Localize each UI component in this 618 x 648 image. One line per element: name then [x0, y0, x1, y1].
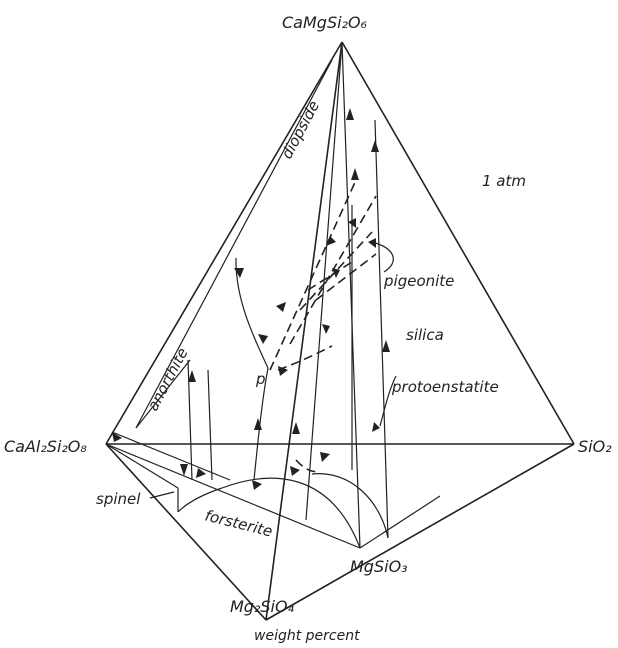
dash-7 — [307, 261, 353, 291]
arrow-20 — [290, 466, 300, 476]
spinel-line-1 — [105, 443, 179, 489]
forsterite-boundary-curve — [221, 477, 361, 549]
phase-label-anorthite: anorthite — [144, 345, 192, 414]
pigeonite-callout-line — [371, 241, 394, 273]
vertex-label-anorthite: CaAl₂Si₂O₈ — [4, 437, 87, 456]
tetrahedron-edges — [105, 41, 575, 621]
arrow-12 — [278, 366, 288, 376]
arrow-3 — [351, 168, 359, 180]
central-line-a — [305, 41, 343, 521]
arrow-22 — [112, 432, 122, 442]
arrow-5 — [348, 218, 356, 228]
edge-left-bottom — [105, 443, 267, 621]
phase-label-diopside: diopside — [278, 98, 324, 162]
arrow-11 — [276, 302, 286, 312]
arrow-15 — [254, 418, 262, 430]
arrow-1 — [346, 108, 354, 120]
p-descending-line — [253, 367, 269, 481]
arrow-13 — [188, 370, 196, 382]
arrow-23 — [196, 468, 206, 478]
phase-label-pigeonite: pigeonite — [383, 272, 454, 290]
protoenstatite-callout-line — [379, 375, 397, 427]
edge-top-left — [105, 41, 343, 445]
arrow-10 — [258, 334, 268, 344]
arrow-18 — [372, 422, 380, 432]
arrow-19 — [252, 480, 262, 490]
anorthite-forsterite-line — [105, 443, 361, 549]
arrow-2 — [371, 140, 379, 152]
dash-1 — [269, 179, 357, 371]
pressure-label: 1 atm — [482, 172, 526, 190]
arrow-21 — [320, 452, 330, 462]
anorthite-left-line — [135, 359, 191, 429]
arrows — [112, 108, 390, 490]
vertex-label-diopside: CaMgSi₂O₆ — [282, 13, 368, 32]
vertex-label-silica: SiO₂ — [578, 437, 612, 456]
arrow-16 — [292, 422, 300, 434]
point-label-p: p — [255, 370, 266, 388]
edge-top-right — [341, 41, 575, 445]
point-label-mgsio3: MgSiO₃ — [350, 557, 408, 576]
caption-weight-percent: weight percent — [254, 628, 360, 644]
spinel-callout-line — [149, 491, 175, 499]
diopside-anorthite-face-line — [135, 59, 333, 429]
forsterite-vertical-2 — [207, 369, 213, 481]
phase-label-forsterite: forsterite — [203, 506, 274, 540]
arrow-14 — [180, 464, 188, 476]
diopside-enstatite-join — [341, 41, 361, 549]
lower-right-curve — [311, 473, 389, 539]
arrow-7 — [322, 324, 330, 334]
phase-label-spinel: spinel — [96, 490, 141, 508]
arrow-6 — [368, 238, 376, 248]
boundary-lines — [105, 41, 441, 549]
spinel-line-2 — [111, 431, 231, 481]
edge-top-bottom — [265, 41, 343, 621]
edge-right-bottom — [265, 443, 575, 621]
dash-3 — [299, 231, 373, 311]
arrow-9 — [234, 268, 244, 278]
vertex-label-forsterite: Mg₂SiO₄ — [230, 597, 295, 616]
mgsio3-ridge — [359, 495, 441, 549]
arrow-4 — [326, 236, 336, 246]
dash-6 — [295, 459, 321, 473]
dash-5 — [277, 345, 333, 371]
arrow-8 — [332, 268, 340, 278]
arrow-17 — [382, 340, 390, 352]
central-line-b — [374, 119, 389, 539]
phase-label-protoenstatite: protoenstatite — [391, 378, 499, 396]
phase-label-silica: silica — [406, 326, 444, 344]
dash-4 — [315, 253, 377, 301]
spinel-forsterite-curve — [177, 487, 223, 513]
